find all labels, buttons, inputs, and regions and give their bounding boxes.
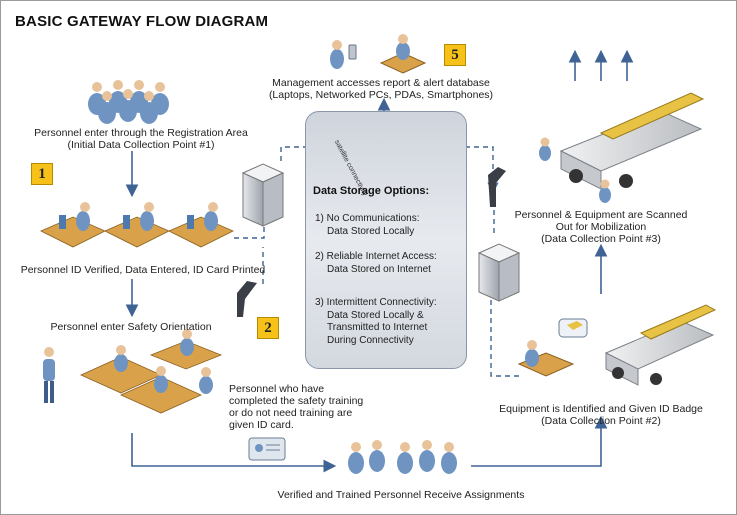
label-assignments: Verified and Trained Personnel Receive A… [277,489,525,501]
id-card-icon [248,437,286,461]
utility-truck-icon-top [559,92,705,190]
barcode-scanner-icon-right [488,167,506,207]
label-id-verified: Personnel ID Verified, Data Entered, ID … [20,264,266,276]
step-badge-2: 2 [257,317,279,339]
arrow-safety-to-assignments [131,433,337,473]
storage-options-title: Data Storage Options: [313,185,430,197]
registration-crowd-icon [88,80,169,124]
storage-option-1: 1) No Communications: Data Stored Locall… [315,213,420,237]
label-management: Management accesses report & alert datab… [268,77,494,101]
label-training-complete: Personnel who have completed the safety … [229,383,364,431]
storage-option-2: 2) Reliable Internet Access: Data Stored… [315,251,437,275]
diagram-title: BASIC GATEWAY FLOW DIAGRAM [15,13,269,30]
safety-orientation-icon [43,329,223,414]
assignment-crowd-icon [348,440,457,474]
flow-arrows [125,49,634,473]
management-users-icon [330,34,427,74]
barcode-scanner-icon-left [237,281,257,317]
step-badge-5: 5 [444,44,466,66]
label-equipment: Equipment is Identified and Given ID Bad… [499,403,703,427]
link-pc-to-satellite [280,146,316,161]
label-registration: Personnel enter through the Registration… [34,127,248,151]
field-personnel-icon [539,137,611,203]
id-station-desks-icon [40,202,234,248]
data-storage-box [305,111,467,369]
utility-truck-icon-bottom [604,304,717,386]
arrow-assignments-to-equipment [471,415,608,467]
label-safety-orientation: Personnel enter Safety Orientation [50,321,212,333]
label-scan-out: Personnel & Equipment are Scanned Out fo… [514,209,688,245]
storage-option-3: 3) Intermittent Connectivity: Data Store… [315,297,437,346]
computer-tower-icon-left [241,163,285,227]
data-links [234,146,521,377]
equipment-station-icon [517,318,588,377]
link-pc-to-equipment [490,291,521,377]
computer-tower-icon-right [477,243,521,302]
step-badge-1: 1 [31,163,53,185]
